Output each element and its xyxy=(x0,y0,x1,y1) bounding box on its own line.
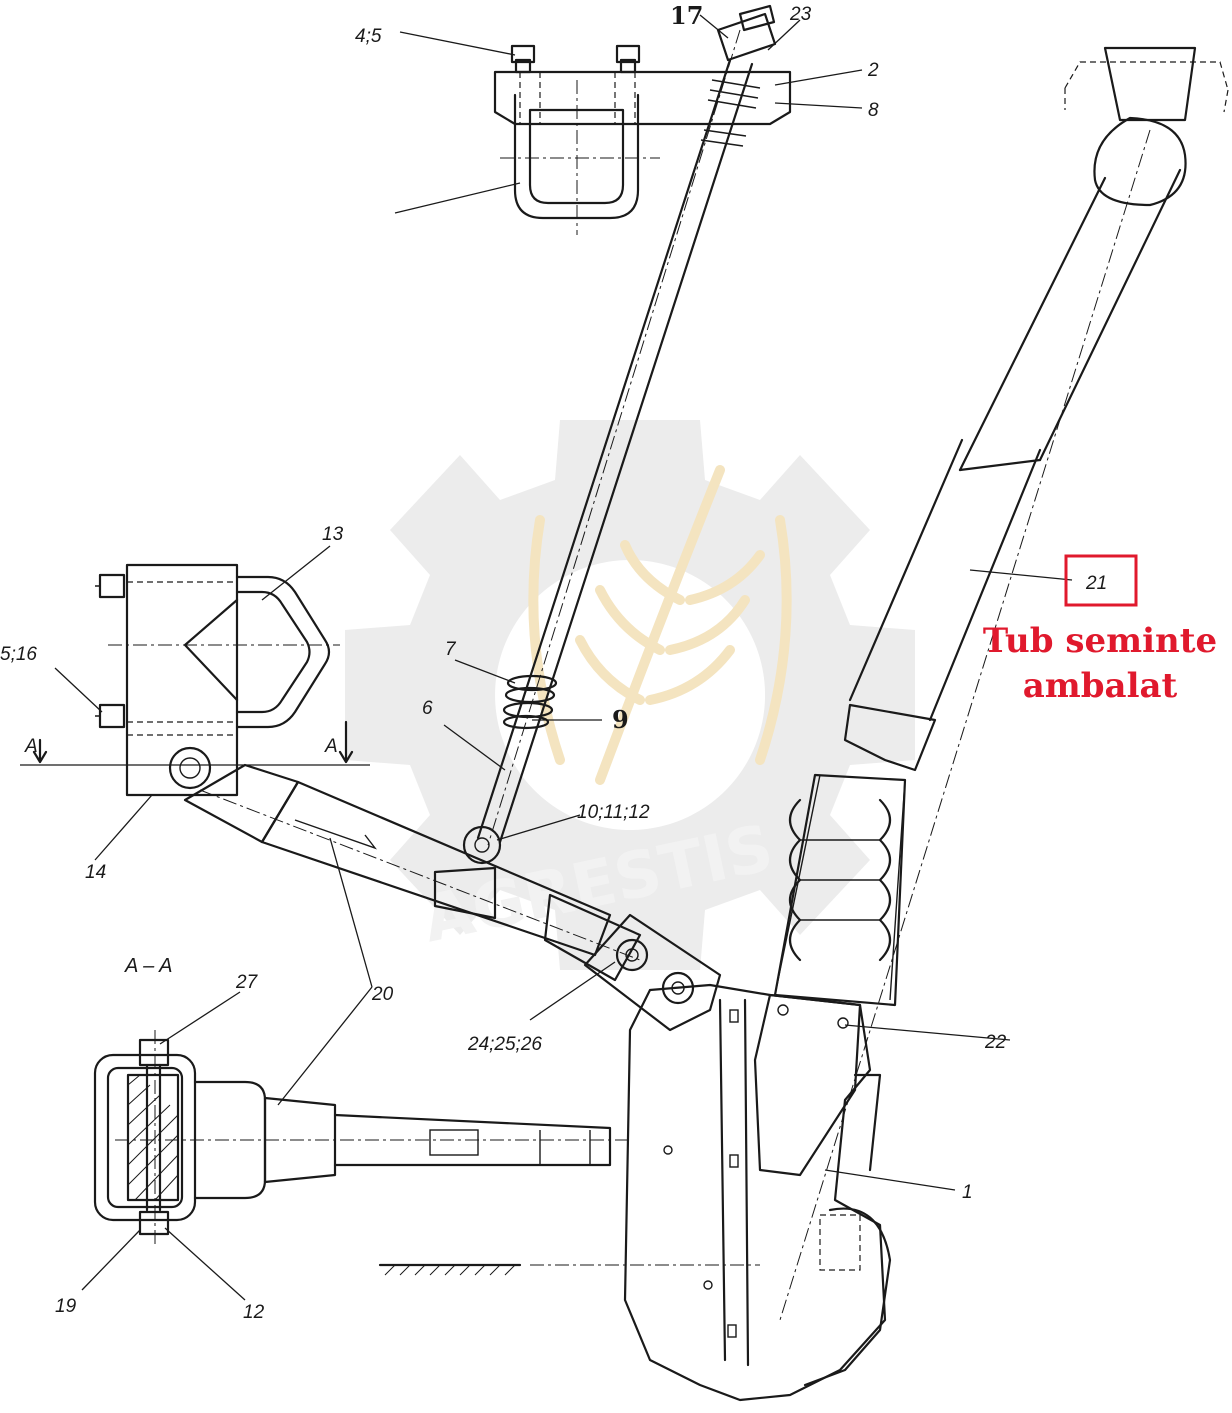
label-section-a-right: A xyxy=(324,736,338,757)
label-14: 14 xyxy=(85,862,106,883)
leader-lines xyxy=(54,14,1073,1301)
coulter-arm xyxy=(183,763,642,982)
watermark-gear-icon xyxy=(345,420,915,970)
caption-line-2: ambalat xyxy=(1023,666,1178,706)
label-19: 19 xyxy=(55,1296,77,1317)
part-labels: 4;5 17 23 2 8 13 5;16 A A 7 9 6 10;11;12… xyxy=(0,1,1007,1323)
label-2: 2 xyxy=(867,60,879,81)
label-17: 17 xyxy=(670,1,703,30)
label-22: 22 xyxy=(984,1032,1007,1053)
tie-rod xyxy=(462,4,777,865)
label-5-16: 5;16 xyxy=(0,644,37,665)
top-clamp-bracket xyxy=(493,44,792,235)
label-6: 6 xyxy=(422,698,433,719)
label-12: 12 xyxy=(243,1302,265,1323)
highlighted-part-21: 21 Tub seminte ambalat xyxy=(983,554,1217,706)
label-section-a-left: A xyxy=(24,736,38,757)
label-23: 23 xyxy=(789,4,812,25)
coulter-body xyxy=(378,983,892,1402)
label-1: 1 xyxy=(962,1182,973,1203)
label-21: 21 xyxy=(1085,573,1107,594)
agrestis-watermark: AGRESTIS xyxy=(345,420,915,970)
label-27: 27 xyxy=(235,972,259,993)
label-9: 9 xyxy=(612,705,629,734)
label-10-11-12: 10;11;12 xyxy=(577,802,650,823)
label-8: 8 xyxy=(868,100,879,121)
label-24-25-26: 24;25;26 xyxy=(467,1034,542,1055)
watermark-wheat-icon xyxy=(528,465,792,785)
seed-tube xyxy=(773,46,1229,1321)
caption-line-1: Tub seminte xyxy=(983,621,1217,661)
label-20: 20 xyxy=(371,984,394,1005)
section-view-a-a xyxy=(93,1030,630,1245)
part-21-highlight-box xyxy=(1064,554,1138,607)
label-4-5: 4;5 xyxy=(355,26,382,47)
label-section-a-a: A – A xyxy=(124,955,172,977)
label-13: 13 xyxy=(322,524,344,545)
label-7: 7 xyxy=(445,639,457,660)
left-clamp-bracket xyxy=(20,563,370,797)
